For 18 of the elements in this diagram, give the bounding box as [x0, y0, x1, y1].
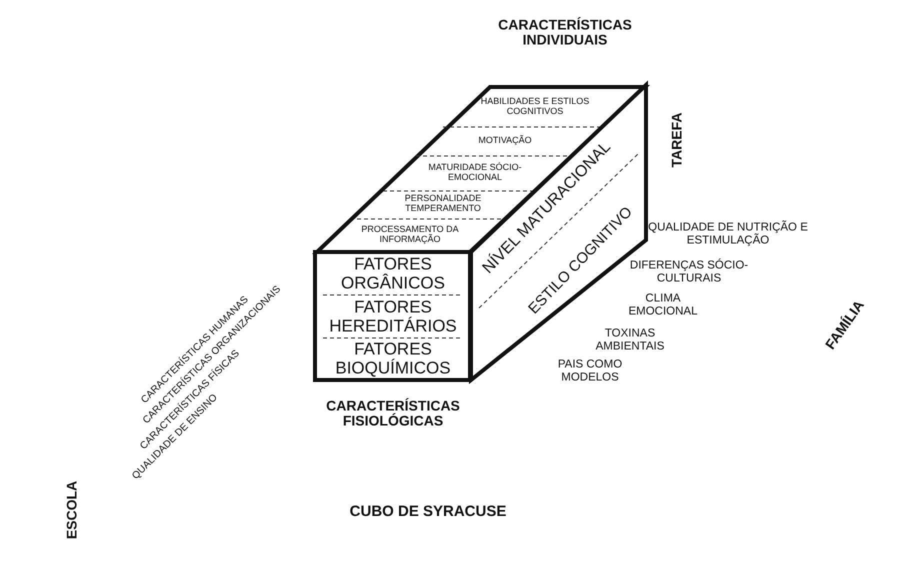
face-label: FATORES ORGÂNICOS	[340, 255, 446, 293]
dimension-title: CARACTERÍSTICAS INDIVIDUAIS	[497, 18, 633, 48]
dimension-title: TAREFA	[669, 112, 685, 168]
face-label: FATORES BIOQUÍMICOS	[334, 340, 452, 378]
face-label: PERSONALIDADE TEMPERAMENTO	[404, 194, 482, 214]
face-label: MOTIVAÇÃO	[477, 136, 532, 146]
face-label: HABILIDADES E ESTILOS COGNITIVOS	[480, 97, 590, 117]
dimension-title: CARACTERÍSTICAS FISIOLÓGICAS	[325, 398, 461, 430]
dimension-title: ESCOLA	[64, 480, 80, 540]
factor-label: PAIS COMO MODELOS	[556, 358, 624, 384]
factor-label: DIFERENÇAS SÓCIO-CULTURAIS	[630, 259, 749, 285]
figure-caption: CUBO DE SYRACUSE	[350, 504, 506, 520]
face-label: PROCESSAMENTO DA INFORMAÇÃO	[360, 225, 460, 245]
factor-label: QUALIDADE DE NUTRIÇÃO E ESTIMULAÇÃO	[647, 221, 809, 247]
face-label: FATORES HEREDITÁRIOS	[328, 298, 458, 336]
factor-label: TOXINAS AMBIENTAIS	[594, 327, 666, 353]
cube-front-face	[313, 250, 473, 382]
factor-label: CLIMA EMOCIONAL	[627, 292, 698, 318]
